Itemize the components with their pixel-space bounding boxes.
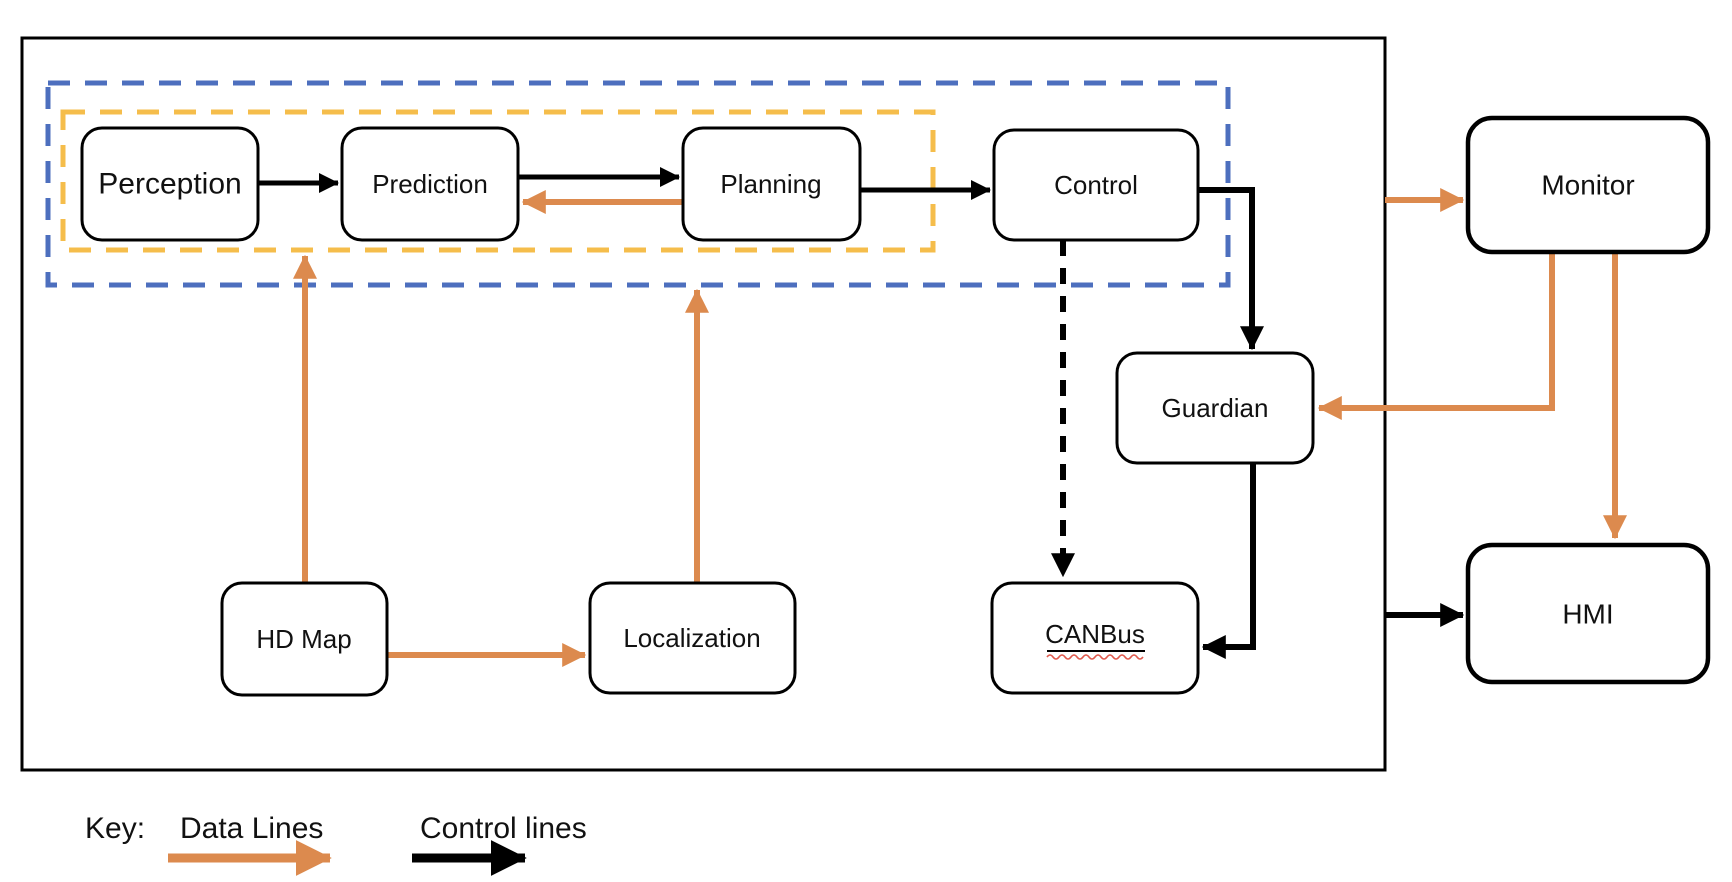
node-hd-map-label: HD Map xyxy=(256,624,351,654)
node-perception-label: Perception xyxy=(98,168,241,201)
node-hmi: HMI xyxy=(1465,542,1711,685)
node-planning-label: Planning xyxy=(720,169,821,199)
arrow-control-to-guardian xyxy=(1198,187,1264,351)
legend-data-lines-label: Data Lines xyxy=(180,812,323,845)
perception-planning-group-dashed-yellow xyxy=(60,109,936,253)
node-monitor-label: Monitor xyxy=(1541,170,1634,201)
node-hmi-label: HMI xyxy=(1562,599,1613,630)
node-planning: Planning xyxy=(681,126,862,242)
node-control-label: Control xyxy=(1054,170,1138,200)
legend-control-lines-label: Control lines xyxy=(420,812,587,845)
arrow-guardian-to-canbus xyxy=(1201,463,1256,659)
node-canbus: CANBus xyxy=(990,581,1200,695)
node-prediction: Prediction xyxy=(340,126,520,242)
node-hd-map: HD Map xyxy=(220,581,389,697)
node-guardian-label: Guardian xyxy=(1162,393,1269,423)
node-guardian: Guardian xyxy=(1115,351,1315,465)
legend: Key: Data Lines Control lines xyxy=(85,812,587,876)
arrow-monitor-to-guardian xyxy=(1317,252,1555,420)
node-perception: Perception xyxy=(80,126,260,242)
vehicle-system-boundary xyxy=(20,36,1387,772)
node-localization: Localization xyxy=(588,581,797,695)
legend-title: Key: xyxy=(85,812,145,845)
autonomy-modules-group-dashed-blue xyxy=(45,80,1231,288)
node-control: Control xyxy=(992,128,1200,242)
node-monitor: Monitor xyxy=(1465,115,1711,255)
node-canbus-label: CANBus xyxy=(1045,619,1145,649)
node-localization-label: Localization xyxy=(623,623,760,653)
node-prediction-label: Prediction xyxy=(372,169,488,199)
canbus-spellcheck-squiggle xyxy=(1046,654,1144,660)
